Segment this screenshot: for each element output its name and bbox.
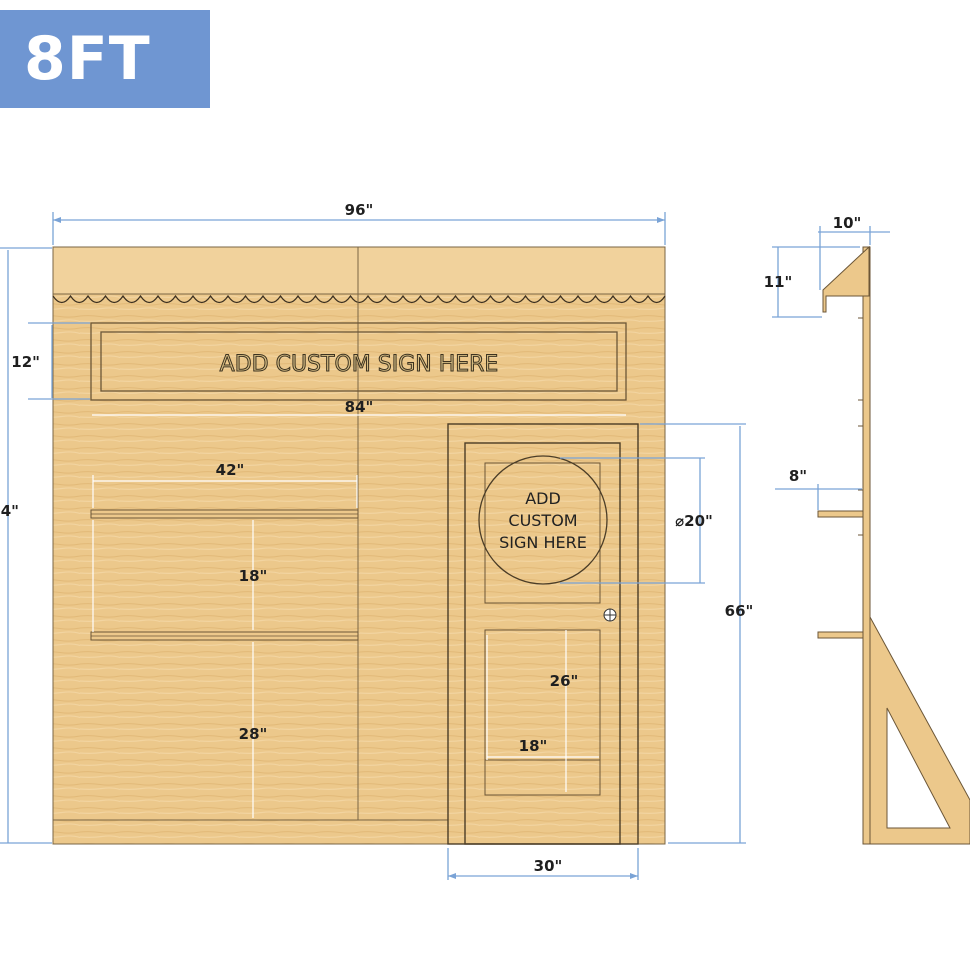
dim-width-label: 96" [345,201,374,219]
size-badge: 8FT [0,10,210,108]
scallop-trim [52,294,666,304]
dim-shelf-width-label: 42" [216,461,245,479]
front-view: ADD CUSTOM SIGN HERE ADD CUSTOM SIGN HER… [52,246,666,845]
sign-frame-inner [100,331,618,392]
dim-sign-height-label: 12" [11,353,40,371]
side-shelf-lower [817,631,864,639]
dim-door-panel-height-label: 26" [550,672,579,690]
sign-text: ADD CUSTOM SIGN HERE [220,352,499,377]
door-knob [603,608,617,622]
dim-door-width-label: 30" [534,857,563,875]
door-sign-circle [478,455,608,585]
door [464,442,621,845]
header-board [52,246,666,295]
circle-sign-line-2: CUSTOM [508,511,577,530]
circle-sign-line-1: ADD [525,489,561,508]
circle-sign-line-3: SIGN HERE [499,533,587,552]
dim-side-depth-label: 10" [833,214,862,232]
dim-door-height-label: 66" [725,602,754,620]
size-badge-label: 8FT [24,24,151,94]
dim-side-top-label: 11" [764,273,793,291]
dim-height-label: 84" [0,502,19,520]
dim-circle-label: ⌀20" [675,512,713,530]
side-shelf-upper [817,510,864,518]
side-wall [862,246,871,845]
side-awning [822,245,870,313]
front-dimensions: 96" 84" 12" 84" 42" 18" 28" ⌀20" [0,201,753,880]
side-support [869,616,970,845]
side-dimensions: 10" 11" 8" [764,214,890,510]
sign-frame-outer [90,322,627,401]
door-lower-panel [484,629,601,796]
back-wall [52,293,666,845]
side-view [817,245,970,845]
dim-sign-width-label: 84" [345,398,374,416]
dim-shelf-floor-label: 28" [239,725,268,743]
dim-side-shelf-label: 8" [789,467,807,485]
dim-door-panel-width-label: 18" [519,737,548,755]
dim-shelf-gap-label: 18" [239,567,268,585]
